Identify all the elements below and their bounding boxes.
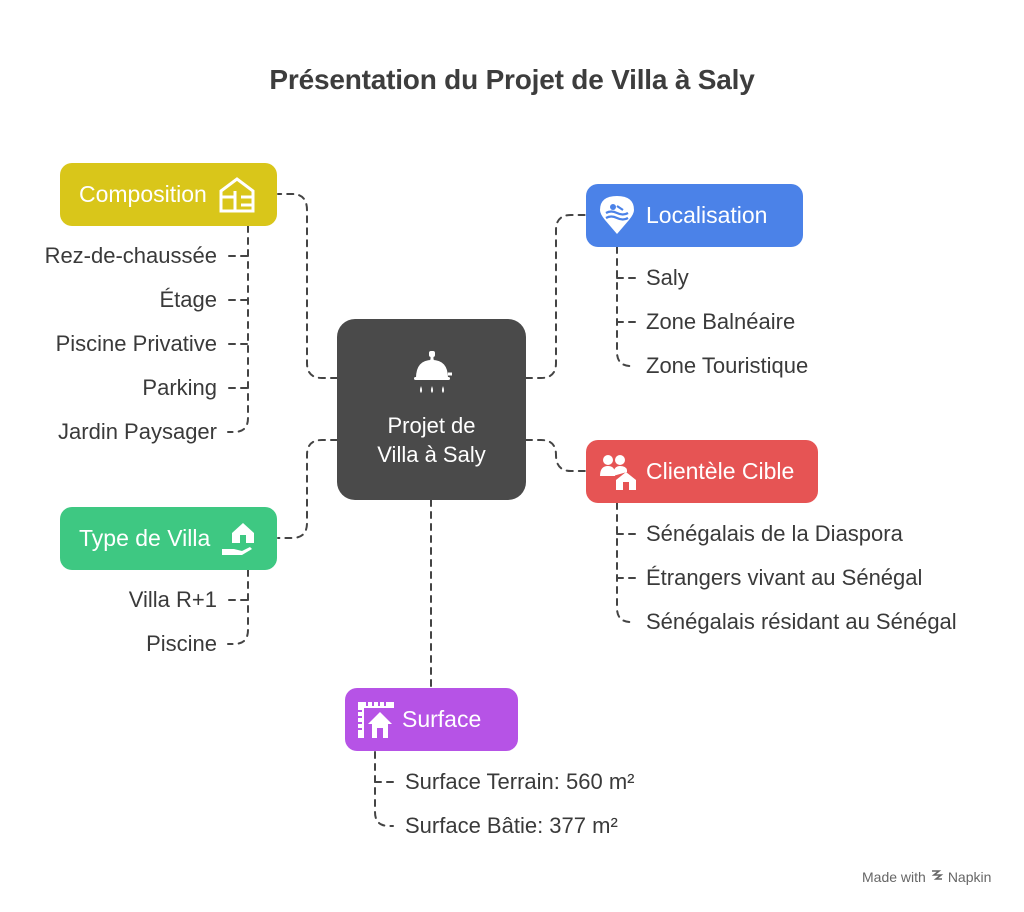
- localisation-item: Zone Balnéaire: [646, 309, 796, 334]
- connector-localisation-items: [616, 246, 636, 367]
- connector-type-villa: [277, 439, 338, 539]
- composition-label: Composition: [79, 181, 207, 207]
- clientele-item: Sénégalais résidant au Sénégal: [646, 609, 957, 634]
- floor-plan-icon: [219, 176, 255, 213]
- shower-icon: [412, 350, 452, 405]
- composition-item: Étage: [159, 287, 218, 312]
- type-villa-node: Type de Villa: [60, 507, 277, 570]
- clientele-node: Clientèle Cible: [586, 440, 818, 503]
- people-home-icon: [600, 454, 636, 490]
- house-hand-icon: [222, 521, 256, 557]
- surface-label: Surface: [402, 706, 482, 732]
- napkin-logo-icon: [930, 868, 944, 885]
- composition-item: Rez-de-chaussée: [44, 243, 217, 268]
- composition-node: Composition: [60, 163, 277, 226]
- center-label: Projet de Villa à Saly: [377, 413, 486, 467]
- surface-node: Surface: [345, 688, 518, 751]
- clientele-item: Sénégalais de la Diaspora: [646, 521, 903, 546]
- localisation-node: Localisation: [586, 184, 803, 247]
- credit-brand: Napkin: [947, 868, 992, 885]
- type-villa-label: Type de Villa: [79, 525, 211, 551]
- localisation-label: Localisation: [646, 202, 768, 228]
- connector-localisation: [525, 214, 587, 379]
- area-house-icon: [358, 701, 394, 738]
- location-pin-icon: [600, 195, 634, 236]
- type-villa-item: Piscine: [146, 631, 217, 656]
- localisation-item: Zone Touristique: [646, 353, 809, 378]
- connector-clientele: [525, 439, 587, 472]
- localisation-item: Saly: [646, 265, 689, 290]
- connector-type-villa-items: [227, 569, 249, 645]
- composition-item: Piscine Privative: [55, 331, 217, 356]
- surface-item: Surface Bâtie: 377 m²: [405, 813, 618, 838]
- connector-composition-items: [227, 225, 249, 433]
- composition-item: Jardin Paysager: [58, 419, 217, 444]
- center-node: Projet de Villa à Saly: [337, 319, 526, 500]
- composition-item: Parking: [142, 375, 217, 400]
- type-villa-item: Villa R+1: [128, 587, 217, 612]
- credit-prefix: Made with: [862, 868, 926, 885]
- connector-surface-items: [374, 751, 394, 827]
- clientele-label: Clientèle Cible: [646, 458, 795, 484]
- connector-clientele-items: [616, 502, 636, 623]
- surface-item: Surface Terrain: 560 m²: [405, 769, 635, 794]
- page-title: Présentation du Projet de Villa à Saly: [269, 64, 755, 95]
- made-with-napkin-credit[interactable]: Made with Napkin: [862, 868, 991, 885]
- clientele-item: Étrangers vivant au Sénégal: [646, 565, 923, 590]
- connector-composition: [277, 193, 338, 379]
